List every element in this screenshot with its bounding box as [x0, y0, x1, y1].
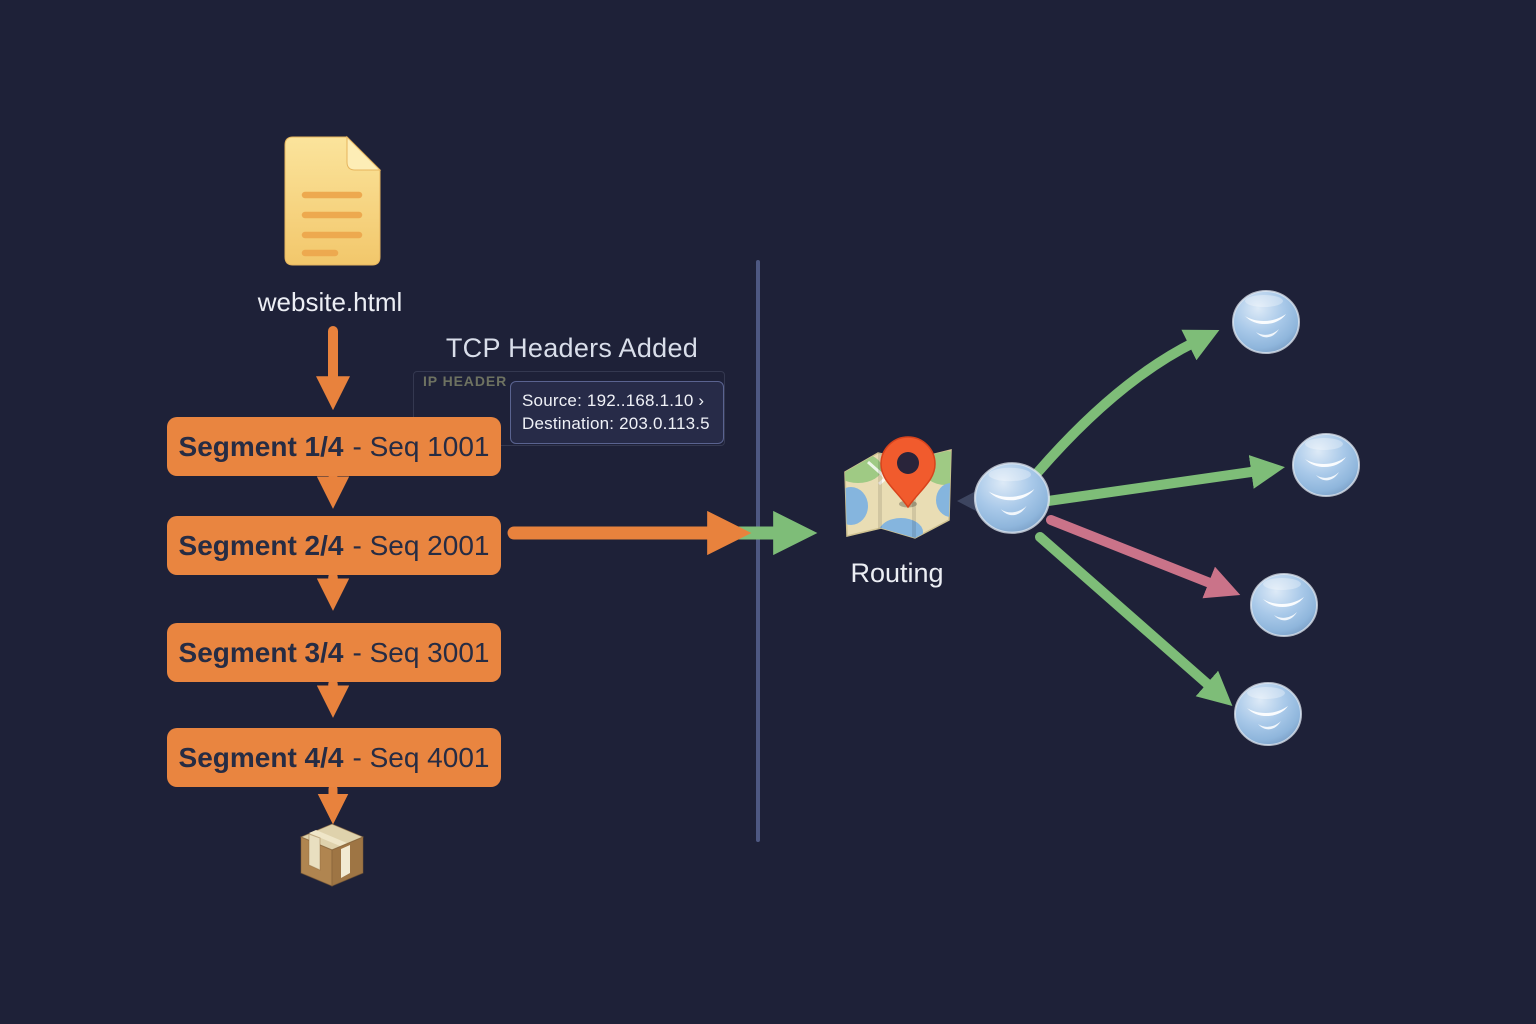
destination-node-icon — [1232, 290, 1300, 354]
tcp-headers-title: TCP Headers Added — [445, 333, 699, 363]
left-pointer-icon — [957, 490, 978, 512]
segment-2-title: Segment 2/4 — [178, 529, 344, 561]
segment-4-seq: - Seq 4001 — [352, 741, 490, 773]
ip-source: Source: 192..168.1.10 › — [522, 391, 705, 410]
ip-destination: Destination: 203.0.113.5 — [522, 413, 710, 433]
route-arrow-top — [1033, 329, 1220, 477]
ip-header-panel: Source: 192..168.1.10 › Destination: 203… — [510, 381, 724, 444]
routing-label: Routing — [850, 558, 944, 588]
segment-1-title: Segment 1/4 — [178, 430, 344, 462]
segment-3-seq: - Seq 3001 — [352, 636, 490, 668]
ip-header-outline — [413, 371, 725, 446]
segment-2-seq: - Seq 2001 — [352, 529, 490, 561]
segment-box-2: Segment 2/4 - Seq 2001 — [167, 516, 501, 575]
segment-box-3: Segment 3/4 - Seq 3001 — [167, 623, 501, 682]
segment-box-4: Segment 4/4 - Seq 4001 — [167, 728, 501, 787]
route-arrow-bottom — [1035, 532, 1233, 706]
segment-4-title: Segment 4/4 — [178, 741, 344, 773]
location-pin-icon — [880, 436, 936, 509]
html-file-icon — [284, 135, 382, 266]
segment-1-seq: - Seq 1001 — [352, 430, 490, 462]
segment-3-title: Segment 3/4 — [178, 636, 344, 668]
segment-box-1: Segment 1/4 - Seq 1001 — [167, 417, 501, 476]
route-arrow-pink — [1046, 515, 1241, 599]
destination-node-icon — [1250, 573, 1318, 637]
file-label: website.html — [257, 287, 403, 317]
ip-header-label: IP HEADER — [423, 373, 508, 389]
package-box-icon — [299, 823, 365, 887]
route-arrow-right — [1043, 455, 1285, 506]
destination-node-icon — [1234, 682, 1302, 746]
router-node-icon — [973, 462, 1051, 534]
destination-node-icon — [1292, 433, 1360, 497]
